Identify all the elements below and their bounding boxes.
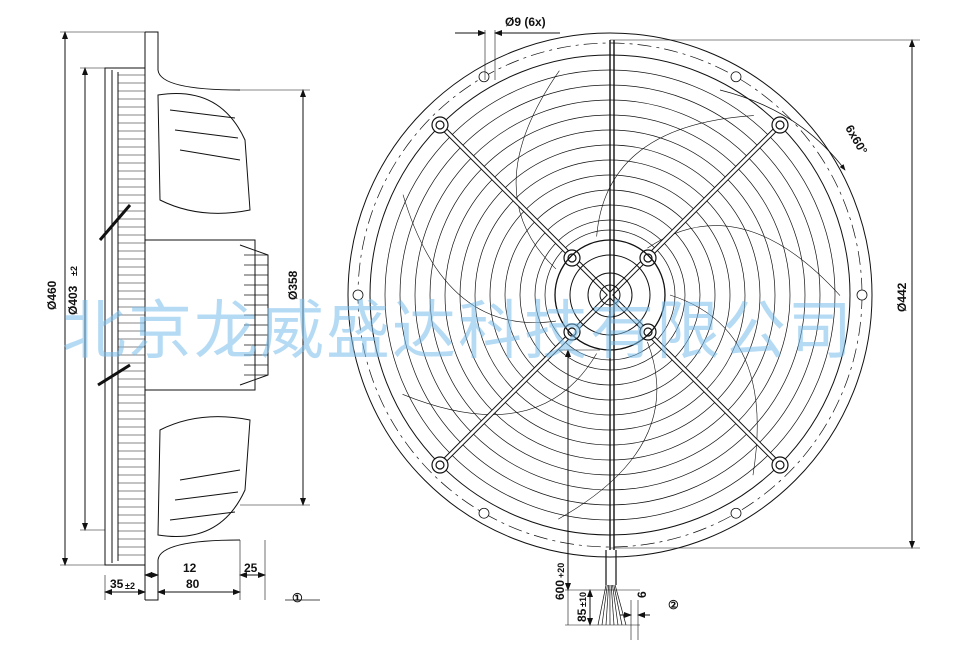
blade-bottom: [157, 416, 251, 537]
fan-blade: [402, 353, 597, 415]
front-view: [347, 30, 920, 640]
cable-top: [98, 204, 132, 241]
strut-bolts: [431, 116, 789, 474]
cable-wire: [613, 584, 623, 626]
mount-holes: [352, 71, 868, 519]
cable-wire: [614, 584, 627, 626]
dim-35-tolerance: ±2: [125, 581, 135, 591]
guard-ribs: [118, 74, 145, 556]
dim-cable-length: 600: [553, 580, 567, 600]
fan-blade: [515, 70, 560, 270]
dim-hub-diameter: Ø358: [286, 270, 300, 300]
cable-wire: [597, 584, 607, 626]
strut-bolt-core: [435, 460, 445, 470]
dim-inner-diameter: Ø403: [66, 285, 80, 315]
motor-body: [144, 239, 256, 391]
side-view: [60, 31, 320, 601]
marker-1: ①: [292, 591, 303, 605]
hub-outer: [554, 239, 666, 351]
dim-12: 12: [183, 561, 197, 575]
dim-25: 25: [244, 561, 258, 575]
cable-bottom: [97, 363, 131, 387]
cable-wire: [610, 584, 615, 626]
fan-blade: [558, 341, 658, 520]
fan-blades: [402, 70, 841, 520]
nozzle-top: [145, 31, 241, 91]
hub-center: [599, 284, 621, 306]
dim-85-tolerance: ±10: [578, 592, 588, 607]
dim-6: 6: [635, 591, 649, 598]
fan-blade: [596, 115, 754, 237]
dim-angle: 6x60°: [842, 123, 870, 157]
dim-cable-tolerance: +20: [556, 563, 566, 578]
dim-inner-tolerance: ±2: [69, 266, 79, 276]
strut-bolt-core: [643, 327, 653, 337]
mount-hole: [856, 289, 868, 301]
fan-blade: [669, 294, 758, 476]
hub-inner: [587, 272, 633, 318]
dim-bolt-circle: Ø442: [895, 282, 909, 312]
blade-top: [157, 93, 251, 214]
mount-hole: [730, 71, 742, 83]
guard-ring-outline: [104, 67, 146, 566]
marker-2: ②: [668, 598, 679, 612]
dim-35: 35: [110, 577, 124, 591]
dim-outer-diameter: Ø460: [45, 280, 59, 310]
strut-bolt-core: [567, 253, 577, 263]
mount-hole: [478, 507, 490, 519]
mount-hole: [730, 507, 742, 519]
nozzle-bottom: [145, 539, 241, 601]
motor-fins: [244, 254, 268, 376]
dim-80: 80: [186, 577, 200, 591]
strut-bolt-core: [567, 327, 577, 337]
mount-hole: [352, 289, 364, 301]
strut-bolt-core: [643, 253, 653, 263]
cable-wire: [601, 584, 608, 626]
strut-bolt-core: [435, 120, 445, 130]
dim-holes: Ø9 (6x): [505, 15, 546, 29]
cable-wires: [597, 584, 627, 626]
side-view-labels: Ø460 Ø403 ±2 Ø358 12 25 35 ±2 80 ①: [45, 266, 303, 605]
cable-wire: [612, 584, 619, 626]
mount-hole: [478, 71, 490, 83]
dim-85: 85: [575, 608, 589, 622]
fan-blade: [402, 194, 556, 323]
outer-rim: [347, 32, 873, 558]
hub-middle: [569, 254, 651, 336]
strut-bolt-core: [775, 120, 785, 130]
cable-wire: [605, 584, 609, 626]
strut-bolt-core: [775, 460, 785, 470]
